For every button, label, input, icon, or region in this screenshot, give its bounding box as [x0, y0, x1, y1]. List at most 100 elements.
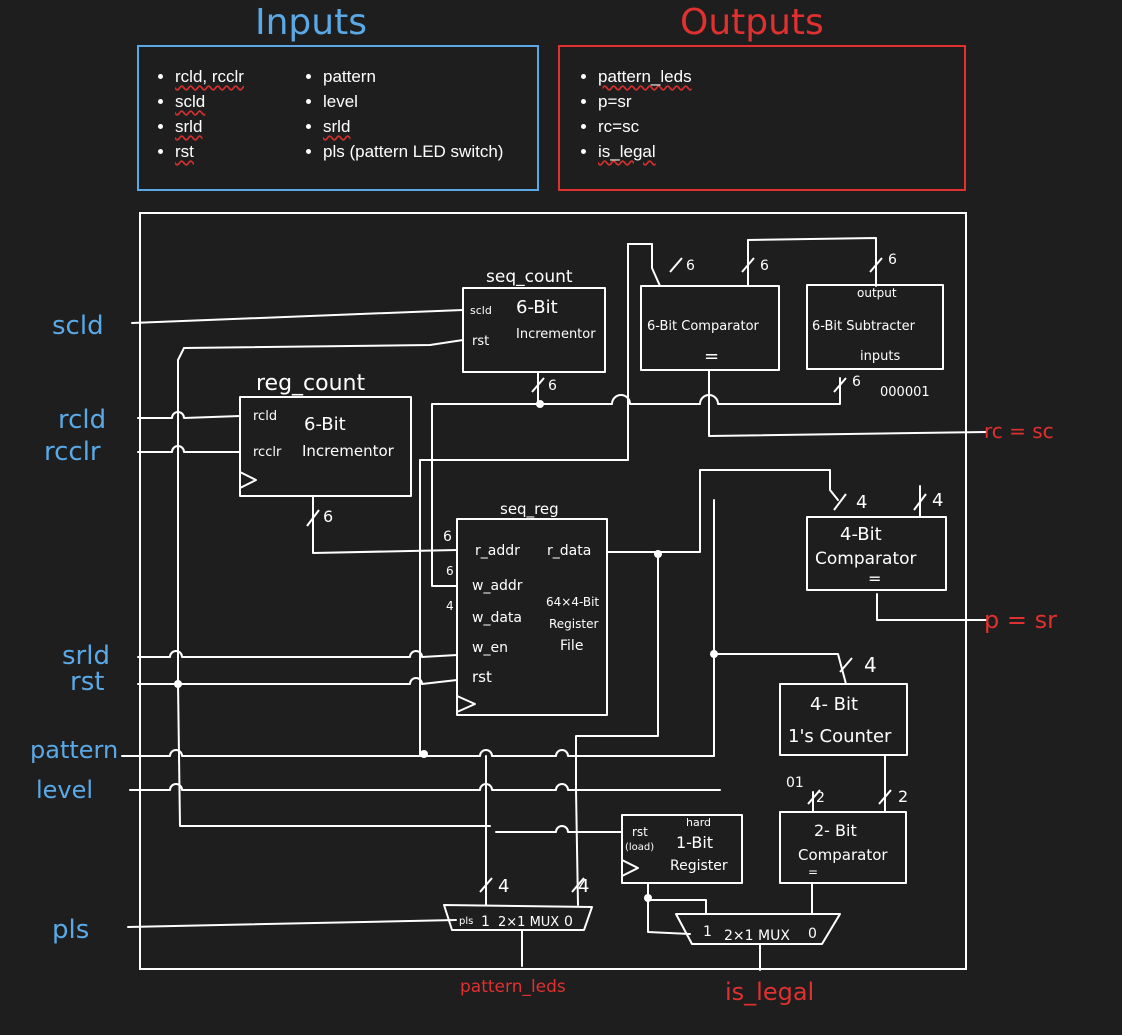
- wire-seqcount-to-waddr: [431, 403, 539, 587]
- bus-width: 4: [856, 492, 867, 513]
- circuit-frame: [139, 212, 967, 970]
- inputs-list-item: level: [323, 89, 535, 114]
- bus-slash: [306, 509, 320, 527]
- comparator4-block: [806, 516, 947, 591]
- wire-regcount-out: [312, 495, 458, 554]
- wire-srld: [137, 650, 458, 658]
- wire-comp6-top: [747, 237, 877, 287]
- register1-top: hard: [686, 816, 711, 829]
- bus-width: 6: [548, 378, 557, 394]
- comparator4-subtitle: Comparator: [815, 549, 917, 569]
- inputs-list-col1: rcld, rcclr scld srld rst: [157, 64, 297, 164]
- inputs-list-item: pattern: [323, 64, 535, 89]
- mux-legal-in0: 0: [808, 926, 817, 942]
- input-label-rst: rst: [70, 667, 104, 697]
- reg-count-name: reg_count: [256, 371, 366, 396]
- outputs-list: pattern_leds p=sr rc=sc is_legal: [580, 64, 880, 164]
- input-label-rcclr: rcclr: [44, 437, 101, 467]
- inputs-list-col2: pattern level srld pls (pattern LED swit…: [305, 64, 535, 164]
- wire-pls: [127, 919, 457, 928]
- seq-reg-line3: File: [560, 638, 583, 654]
- register1-block: [621, 814, 743, 884]
- mux-legal-label: 2×1 MUX: [724, 928, 790, 944]
- reg-count-title: 6-Bit: [304, 414, 346, 435]
- subtractor6-bottom: inputs: [860, 349, 900, 364]
- bus-slash: [833, 493, 847, 511]
- outputs-list-item: is_legal: [598, 139, 880, 164]
- register1-port-load: (load): [625, 842, 654, 853]
- inputs-legend-box: [137, 45, 539, 191]
- bus-width: 4: [864, 653, 877, 677]
- register1-subtitle: Register: [670, 858, 728, 874]
- reg-count-port-rcld: rcld: [253, 409, 277, 424]
- bus-width: 6: [446, 564, 454, 578]
- junction-dot: [420, 750, 428, 758]
- register1-clock: [621, 859, 639, 877]
- wire-rcclr: [137, 445, 241, 453]
- input-label-rcld: rcld: [58, 405, 106, 435]
- bus-width: 2: [816, 790, 825, 806]
- wire-to-onescounter: [713, 653, 847, 685]
- junction-dot: [710, 650, 718, 658]
- subtractor6-constant: 000001: [880, 385, 930, 400]
- bus-width: 6: [852, 374, 861, 390]
- input-label-pattern: pattern: [30, 736, 118, 764]
- reg-count-port-rcclr: rcclr: [253, 445, 282, 460]
- comparator4-title: 4-Bit: [840, 524, 882, 545]
- ones-counter-subtitle: 1's Counter: [788, 726, 892, 747]
- wire-reg1-out: [647, 882, 707, 915]
- bus-width: 6: [760, 258, 769, 274]
- comparator2-title: 2- Bit: [814, 821, 857, 840]
- register1-port-rst: rst: [632, 825, 648, 839]
- wire-rst: [137, 677, 458, 685]
- comparator2-block: [779, 811, 907, 884]
- bus-width: 4: [446, 599, 454, 613]
- bus-slash: [571, 877, 585, 893]
- comparator6-symbol: =: [704, 346, 719, 367]
- wire-feedback-comp: [627, 243, 661, 287]
- seq-count-title: 6-Bit: [516, 297, 558, 318]
- inputs-list-item: srld: [175, 114, 297, 139]
- seq-reg-port-rst: rst: [472, 668, 492, 686]
- reg-count-subtitle: Incrementor: [302, 442, 395, 460]
- mux-legal-in1: 1: [703, 924, 712, 940]
- ones-counter-block: [779, 683, 908, 756]
- junction-dot: [644, 894, 652, 902]
- seq-count-port-rst: rst: [472, 334, 489, 349]
- outputs-list-item: pattern_leds: [598, 64, 880, 89]
- wire-rst-to-register: [495, 825, 623, 833]
- bus-width: 4: [932, 490, 943, 511]
- inputs-list-item: srld: [323, 114, 535, 139]
- wire-pattern: [121, 749, 715, 757]
- wire-rst-to-seqcount: [183, 339, 464, 349]
- inputs-list-item: scld: [175, 89, 297, 114]
- mux-pattern-sel: pls: [459, 916, 473, 927]
- wire-comp6-out: [708, 369, 987, 437]
- bus-slash: [833, 377, 847, 393]
- bus-slash: [869, 257, 883, 273]
- seq-count-subtitle: Incrementor: [516, 327, 596, 342]
- seq-reg-port-wen: w_en: [472, 640, 508, 656]
- bus-width: 4: [578, 876, 589, 897]
- bus-slash: [807, 789, 821, 805]
- bus-width: 6: [323, 507, 333, 526]
- mux-pattern-block: [443, 904, 593, 931]
- junction-dot: [654, 550, 662, 558]
- bus-slash: [531, 377, 545, 393]
- bus-width: 6: [888, 252, 897, 268]
- comparator4-symbol: =: [868, 569, 881, 588]
- bus-slash: [669, 257, 683, 273]
- seq-count-block: [462, 287, 606, 373]
- output-label-is-legal: is_legal: [725, 978, 814, 1006]
- inputs-list-item: rcld, rcclr: [175, 64, 297, 89]
- outputs-list-item: rc=sc: [598, 114, 880, 139]
- comparator2-subtitle: Comparator: [798, 846, 888, 864]
- output-label-p-sr: p = sr: [984, 606, 1057, 634]
- seq-reg-clock: [456, 695, 476, 713]
- outputs-list-item: p=sr: [598, 89, 880, 114]
- wire-level: [129, 783, 721, 791]
- subtractor6-title: 6-Bit Subtracter: [812, 319, 916, 334]
- seq-reg-line1: 64×4-Bit: [546, 595, 599, 609]
- outputs-legend-box: [558, 45, 966, 191]
- wire-seqcount-out: [537, 371, 841, 405]
